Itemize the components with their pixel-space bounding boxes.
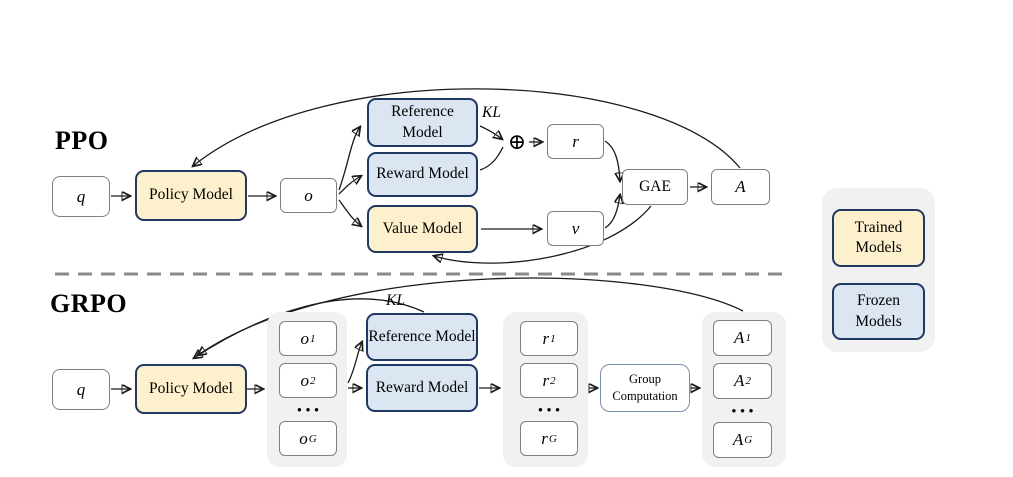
arrow-grpo-o-to-reference xyxy=(347,342,362,384)
grpo-o-ellipsis: ••• xyxy=(297,402,323,417)
ppo-q-box: q xyxy=(52,176,110,217)
arrow-ppo-v-to-gae xyxy=(604,195,620,229)
arrow-ppo-r-to-gae xyxy=(604,140,620,181)
ppo-v-box: v xyxy=(547,211,604,246)
ppo-section-label: PPO xyxy=(55,126,109,155)
grpo-r-ellipsis: ••• xyxy=(538,402,564,417)
arrow-ppo-reward-to-oplus xyxy=(479,146,504,171)
ppo-plus-circle-icon: ⊕ xyxy=(507,129,527,154)
grpo-kl-label: KL xyxy=(386,292,405,309)
grpo-group-computation-box: Group Computation xyxy=(600,364,690,412)
ppo-kl-label: KL xyxy=(482,104,501,121)
grpo-policy-model-box: Policy Model xyxy=(135,364,247,414)
legend-frozen-models-box: Frozen Models xyxy=(832,283,925,340)
ppo-a-box: A xyxy=(711,169,770,205)
ppo-policy-model-box: Policy Model xyxy=(135,170,247,221)
grpo-reward-model-box: Reward Model xyxy=(366,364,478,412)
grpo-section-label: GRPO xyxy=(50,289,128,318)
arrow-ppo-o-to-value xyxy=(338,199,361,226)
ppo-gae-box: GAE xyxy=(622,169,688,205)
arrow-ppo-o-to-reward xyxy=(338,176,361,195)
ppo-value-model-box: Value Model xyxy=(367,205,478,253)
grpo-q-box: q xyxy=(52,369,110,410)
ppo-reference-model-box: Reference Model xyxy=(367,98,478,147)
grpo-a-ellipsis: ••• xyxy=(731,403,758,418)
ppo-r-box: r xyxy=(547,124,604,159)
grpo-reference-model-box: Reference Model xyxy=(366,313,478,361)
legend-trained-models-box: Trained Models xyxy=(832,209,925,267)
arrow-ppo-reference-to-oplus xyxy=(479,125,502,139)
ppo-o-box: o xyxy=(280,178,337,213)
ppo-reward-model-box: Reward Model xyxy=(367,152,478,197)
arrow-ppo-o-to-reference xyxy=(338,127,360,191)
